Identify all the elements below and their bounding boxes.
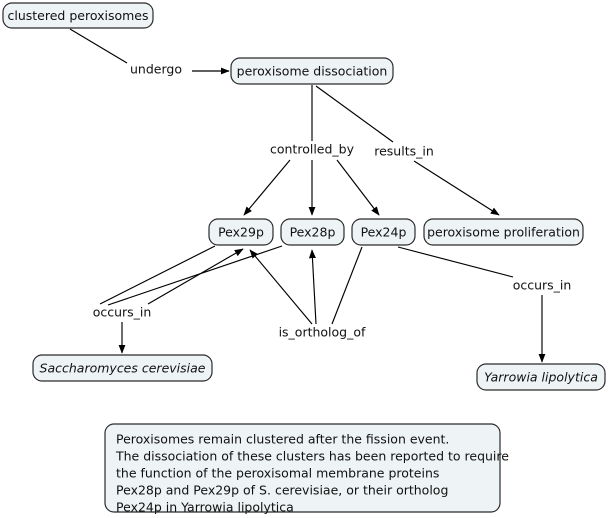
node-clustered-peroxisomes-box xyxy=(2,2,154,29)
node-saccharomyces-cerevisiae[interactable]: Saccharomyces cerevisiae xyxy=(32,354,213,382)
edge-label-controlled-by: controlled_by xyxy=(270,142,355,157)
edge-label-is-ortholog-of: is_ortholog_of xyxy=(279,325,366,340)
node-peroxisome-dissociation-box xyxy=(230,57,394,85)
edge-controlled-by-to-pex24p xyxy=(336,159,380,216)
caption-line-3: the function of the peroxisomal membrane… xyxy=(116,466,439,481)
node-pex28p[interactable]: Pex28p xyxy=(280,218,345,246)
caption-box-background xyxy=(104,423,501,513)
edge-label-occurs-in-left: occurs_in xyxy=(93,305,152,320)
node-pex24p[interactable]: Pex24p xyxy=(351,218,416,246)
node-yarrowia-lipolytica-label: Yarrowia lipolytica xyxy=(484,370,598,385)
node-saccharomyces-cerevisiae-box xyxy=(32,354,213,382)
edge-pex28p-to-occurs-in-left xyxy=(107,245,283,306)
edge-label-occurs-in-right: occurs_in xyxy=(513,278,572,293)
node-peroxisome-proliferation-label: peroxisome proliferation xyxy=(427,225,580,240)
edge-pex29p-to-occurs-in-left xyxy=(99,245,216,305)
node-pex28p-box xyxy=(280,218,345,246)
node-peroxisome-dissociation[interactable]: peroxisome dissociation xyxy=(230,57,394,85)
node-saccharomyces-cerevisiae-label: Saccharomyces cerevisiae xyxy=(40,361,206,376)
node-layer: clustered peroxisomes peroxisome dissoci… xyxy=(2,2,606,391)
edge-controlled-by-to-pex29p xyxy=(243,159,291,216)
node-clustered-peroxisomes[interactable]: clustered peroxisomes xyxy=(2,2,154,29)
node-yarrowia-lipolytica[interactable]: Yarrowia lipolytica xyxy=(476,363,606,391)
edge-label-results-in: results_in xyxy=(374,144,434,159)
node-peroxisome-dissociation-label: peroxisome dissociation xyxy=(237,64,388,79)
caption-line-2: The dissociation of these clusters has b… xyxy=(115,449,509,464)
node-pex29p[interactable]: Pex29p xyxy=(208,218,274,246)
caption-line-1: Peroxisomes remain clustered after the f… xyxy=(116,432,449,447)
node-peroxisome-proliferation-box xyxy=(423,218,584,246)
edge-pex24p-to-is-ortholog-of xyxy=(331,246,363,325)
node-pex28p-label: Pex28p xyxy=(290,225,336,240)
edge-layer xyxy=(69,28,546,363)
caption-line-4: Pex28p and Pex29p of S. cerevisiae, or t… xyxy=(116,483,448,498)
node-pex29p-label: Pex29p xyxy=(218,225,264,240)
edge-label-undergo: undergo xyxy=(130,62,182,77)
edge-dissociation-to-results-in xyxy=(315,85,394,143)
caption-line-5: Pex24p in Yarrowia lipolytica xyxy=(116,500,294,515)
caption-box: Peroxisomes remain clustered after the f… xyxy=(104,423,509,515)
edge-occurs-in-left-to-pex29p xyxy=(147,248,244,305)
edge-pex24p-to-occurs-in-right xyxy=(397,246,514,278)
node-yarrowia-lipolytica-box xyxy=(476,363,606,391)
node-pex24p-box xyxy=(351,218,416,246)
edge-label-layer: undergo controlled_by results_in occurs_… xyxy=(93,62,572,340)
edge-results-in-to-proliferation xyxy=(413,160,500,216)
node-pex29p-box xyxy=(208,218,274,246)
edge-clustered-to-undergo xyxy=(69,28,128,64)
node-peroxisome-proliferation[interactable]: peroxisome proliferation xyxy=(423,218,584,246)
node-clustered-peroxisomes-label: clustered peroxisomes xyxy=(8,8,149,23)
node-pex24p-label: Pex24p xyxy=(361,225,407,240)
edge-is-ortholog-of-to-pex29p xyxy=(249,249,313,325)
edge-is-ortholog-of-to-pex28p xyxy=(308,249,317,325)
